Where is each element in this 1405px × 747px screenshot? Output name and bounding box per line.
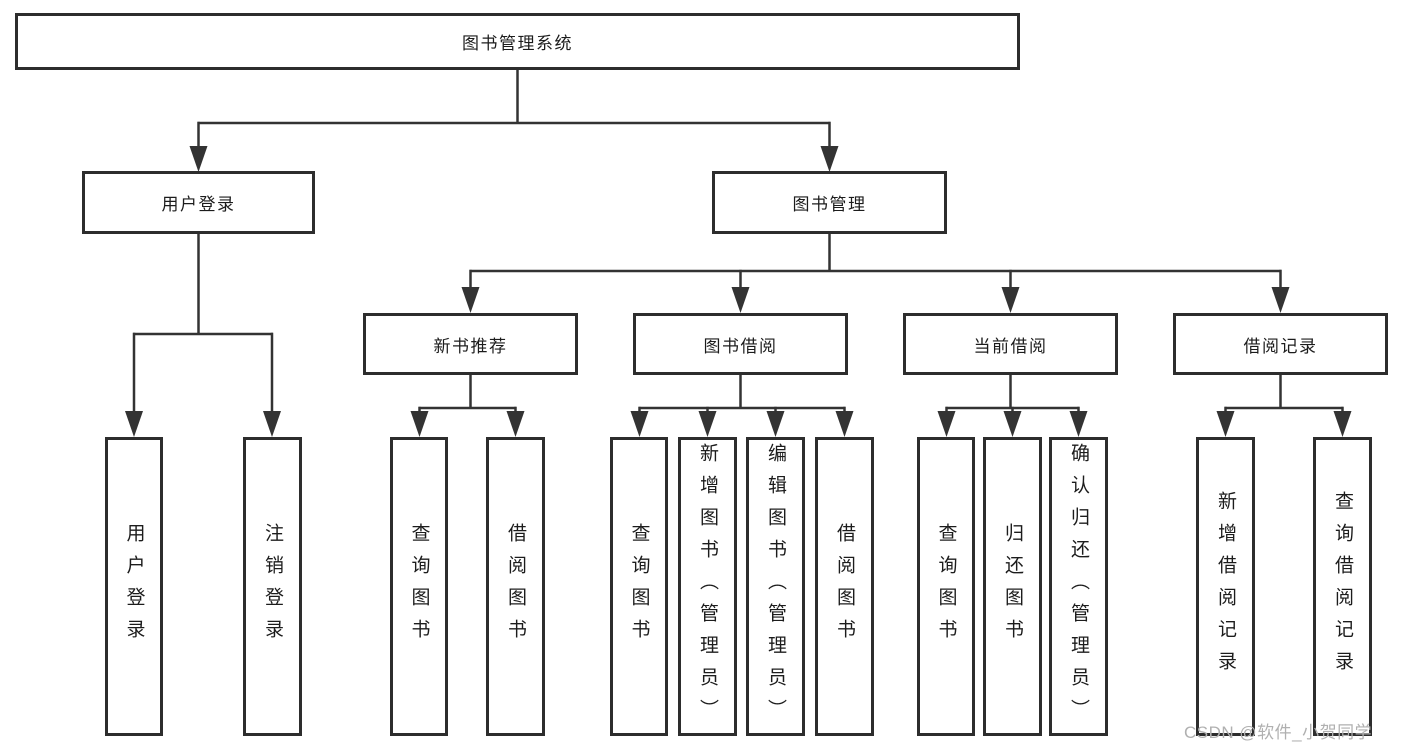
leaf-borrow-query-books: 查询图书 <box>610 437 668 736</box>
leaf-label: 用户登录 <box>123 522 145 651</box>
node-current-borrowing: 当前借阅 <box>903 313 1118 375</box>
leaf-current-return-books: 归还图书 <box>983 437 1042 736</box>
leaf-label: 查询图书 <box>408 522 430 651</box>
leaf-recommend-borrow-books: 借阅图书 <box>486 437 545 736</box>
leaf-label: 注销登录 <box>262 522 283 651</box>
node-library-management-system: 图书管理系统 <box>15 13 1020 70</box>
node-label: 当前借阅 <box>973 336 1048 356</box>
leaf-label: 确认归还（管理员） <box>1068 442 1089 731</box>
node-label: 新书推荐 <box>433 336 508 356</box>
leaf-record-query-borrow-record: 查询借阅记录 <box>1313 437 1372 736</box>
node-book-management: 图书管理 <box>712 171 947 234</box>
csdn-watermark: CSDN @软件_小贺同学 <box>1184 723 1373 742</box>
node-label: 借阅记录 <box>1243 336 1318 356</box>
node-new-book-recommend: 新书推荐 <box>363 313 578 375</box>
leaf-label: 查询图书 <box>935 522 957 651</box>
leaf-label: 借阅图书 <box>505 522 526 651</box>
node-borrow-records: 借阅记录 <box>1173 313 1388 375</box>
leaf-label: 查询借阅记录 <box>1332 490 1353 683</box>
leaf-label: 新增借阅记录 <box>1215 490 1236 683</box>
leaf-logout: 注销登录 <box>243 437 302 736</box>
node-label: 用户登录 <box>161 195 236 214</box>
node-label: 图书借阅 <box>703 336 778 356</box>
leaf-borrow-add-books-admin: 新增图书（管理员） <box>678 437 737 736</box>
leaf-label: 编辑图书（管理员） <box>765 442 786 731</box>
leaf-label: 新增图书（管理员） <box>697 442 718 731</box>
leaf-label: 借阅图书 <box>834 522 855 651</box>
leaf-user-login: 用户登录 <box>105 437 163 736</box>
node-label: 图书管理 <box>792 195 867 214</box>
leaf-recommend-query-books: 查询图书 <box>390 437 448 736</box>
node-label: 图书管理系统 <box>462 34 573 53</box>
leaf-label: 查询图书 <box>628 522 650 651</box>
leaf-current-confirm-return-admin: 确认归还（管理员） <box>1049 437 1108 736</box>
leaf-record-add-borrow-record: 新增借阅记录 <box>1196 437 1255 736</box>
node-book-borrowing: 图书借阅 <box>633 313 848 375</box>
leaf-borrow-borrow-books: 借阅图书 <box>815 437 874 736</box>
node-user-login: 用户登录 <box>82 171 315 234</box>
leaf-label: 归还图书 <box>1002 522 1023 651</box>
leaf-borrow-edit-books-admin: 编辑图书（管理员） <box>746 437 805 736</box>
leaf-current-query-books: 查询图书 <box>917 437 975 736</box>
